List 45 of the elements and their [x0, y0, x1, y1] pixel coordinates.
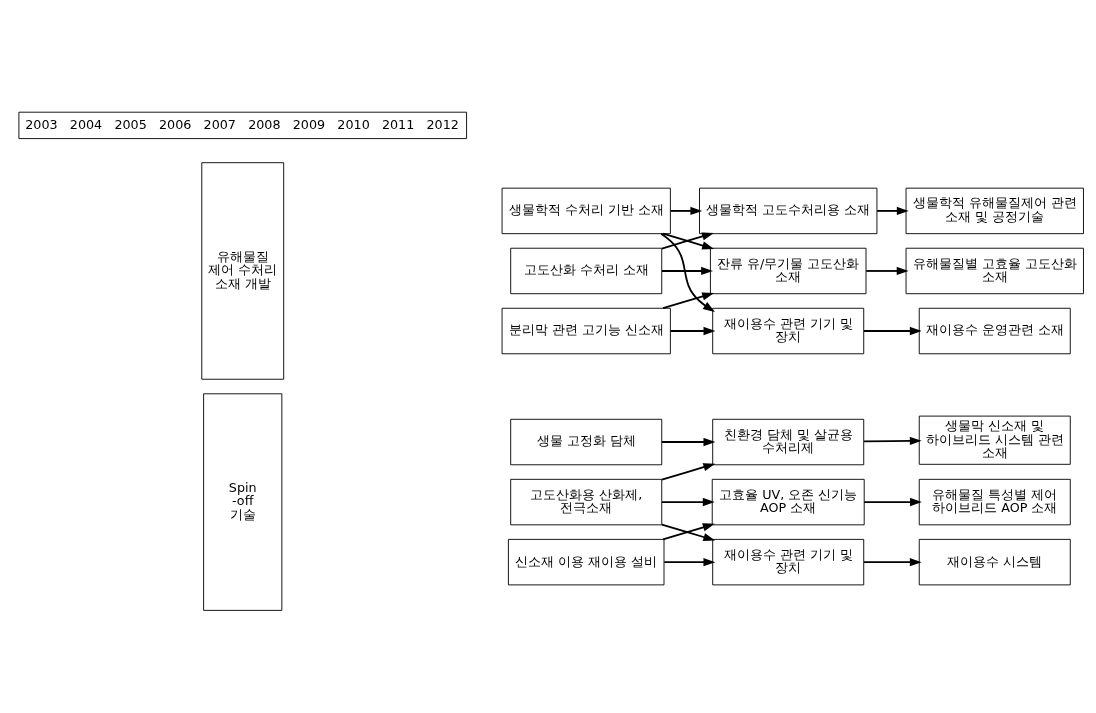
- label: 2011: [381, 117, 415, 133]
- label: 2006: [159, 117, 192, 133]
- node-box: 유해물질 제어 수처리 소재 개발: [201, 162, 285, 380]
- arrow: [660, 232, 715, 312]
- arrow: [863, 326, 922, 336]
- node-box: 친환경 담체 및 살균용 수처리제: [712, 418, 865, 466]
- label: 2007: [203, 117, 236, 133]
- arrow: [863, 558, 922, 567]
- node-box: 고도산화용 산화제, 전극소재: [510, 478, 663, 526]
- node-box: 생물학적 고도수처리용 소재: [699, 187, 878, 235]
- arrow: [669, 206, 703, 216]
- node-box: 고효율 UV, 오존 신기능 AOP 소재: [711, 478, 865, 526]
- node-box: 고도산화 수처리 소재: [510, 247, 663, 295]
- label: 2009: [292, 117, 326, 133]
- arrow: [661, 437, 716, 447]
- label: 2004: [69, 117, 103, 133]
- node-box: 재이용수 시스템: [918, 538, 1071, 586]
- node-box: 잔류 유/무기물 고도산화 소재: [709, 247, 867, 295]
- label: 2008: [248, 117, 281, 133]
- node-box: 재이용수 관련 기기 및 장치: [712, 307, 865, 355]
- label: 2005: [114, 117, 147, 133]
- node-box: 재이용수 운영관련 소재: [918, 307, 1071, 355]
- node-box: 신소재 이용 재이용 설비: [507, 538, 665, 586]
- label: 2010: [337, 117, 370, 133]
- label: 2003: [25, 117, 58, 133]
- arrow: [663, 558, 716, 567]
- arrow: [661, 463, 716, 481]
- node-box: 분리막 관련 고기능 신소재: [501, 307, 671, 355]
- label: 2012: [426, 117, 459, 133]
- node-box: Spin -off 기술: [203, 393, 283, 611]
- node-box: 생물학적 유해물질제어 관련 소재 및 공정기술: [905, 187, 1084, 235]
- arrow: [863, 436, 922, 446]
- arrow: [669, 326, 716, 336]
- node-box: 유해물질 특성별 제어 하이브리드 AOP 소재: [918, 478, 1071, 526]
- arrow: [865, 266, 909, 276]
- arrow: [863, 497, 922, 507]
- node-box: 재이용수 관련 기기 및 장치: [712, 538, 865, 586]
- arrow: [661, 266, 713, 276]
- node-box: 생물학적 수처리 기반 소재: [501, 187, 671, 235]
- node-box: 생물막 신소재 및 하이브리드 시스템 관련 소재: [918, 415, 1071, 465]
- node-box: 유해물질별 고효율 고도산화 소재: [905, 247, 1084, 295]
- node-box: 생물 고정화 담체: [510, 418, 663, 466]
- arrow: [876, 206, 909, 216]
- arrow: [662, 292, 715, 310]
- arrow: [661, 497, 715, 507]
